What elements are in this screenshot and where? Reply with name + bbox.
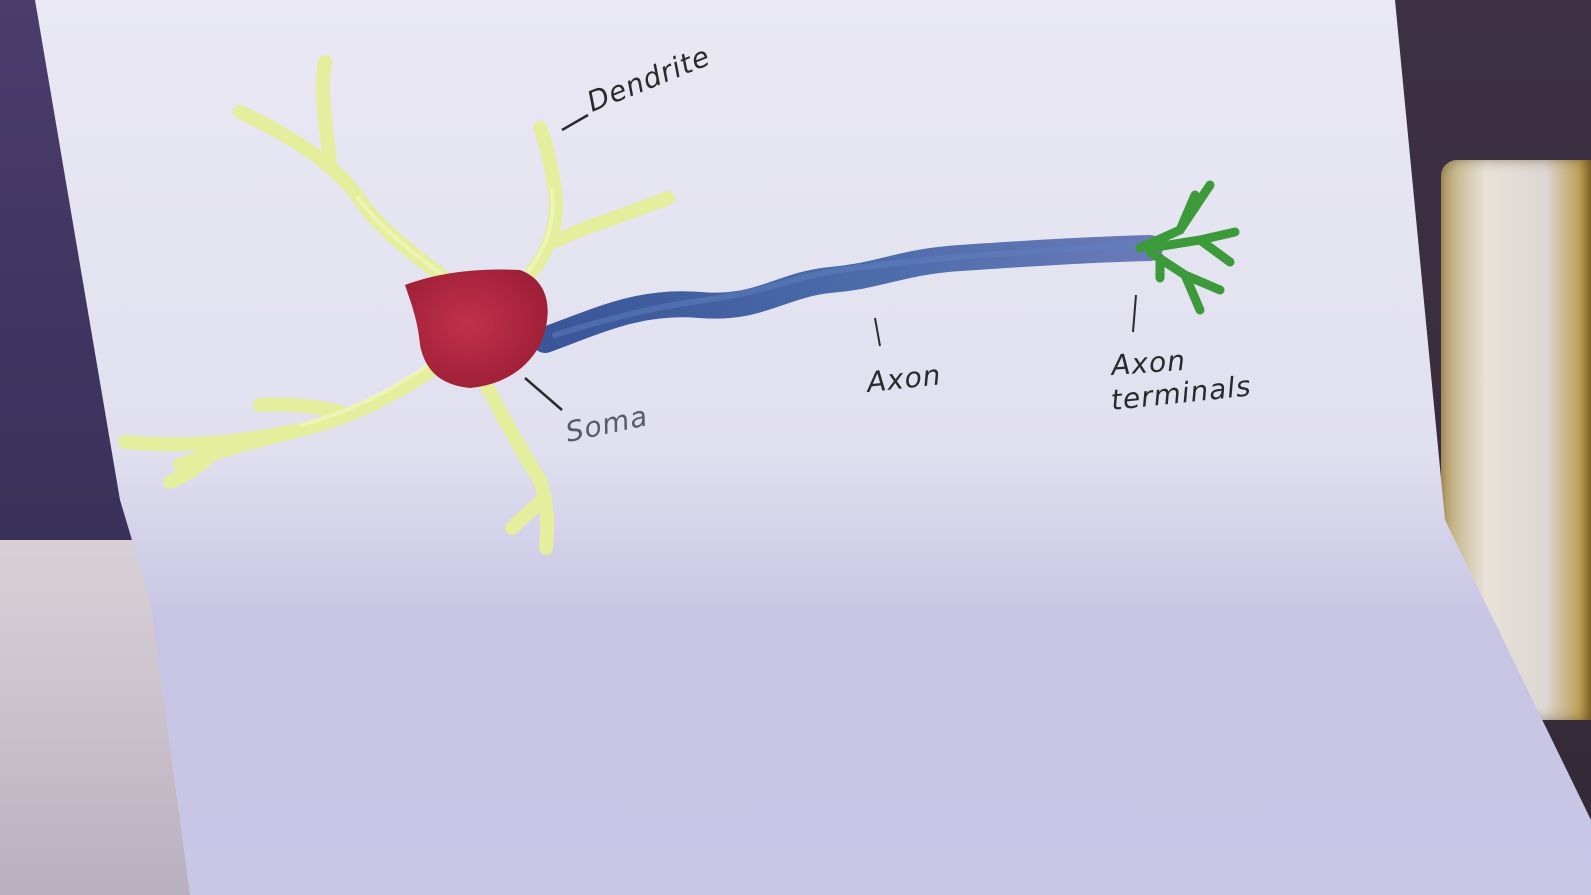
paper-surface (35, 0, 1591, 895)
